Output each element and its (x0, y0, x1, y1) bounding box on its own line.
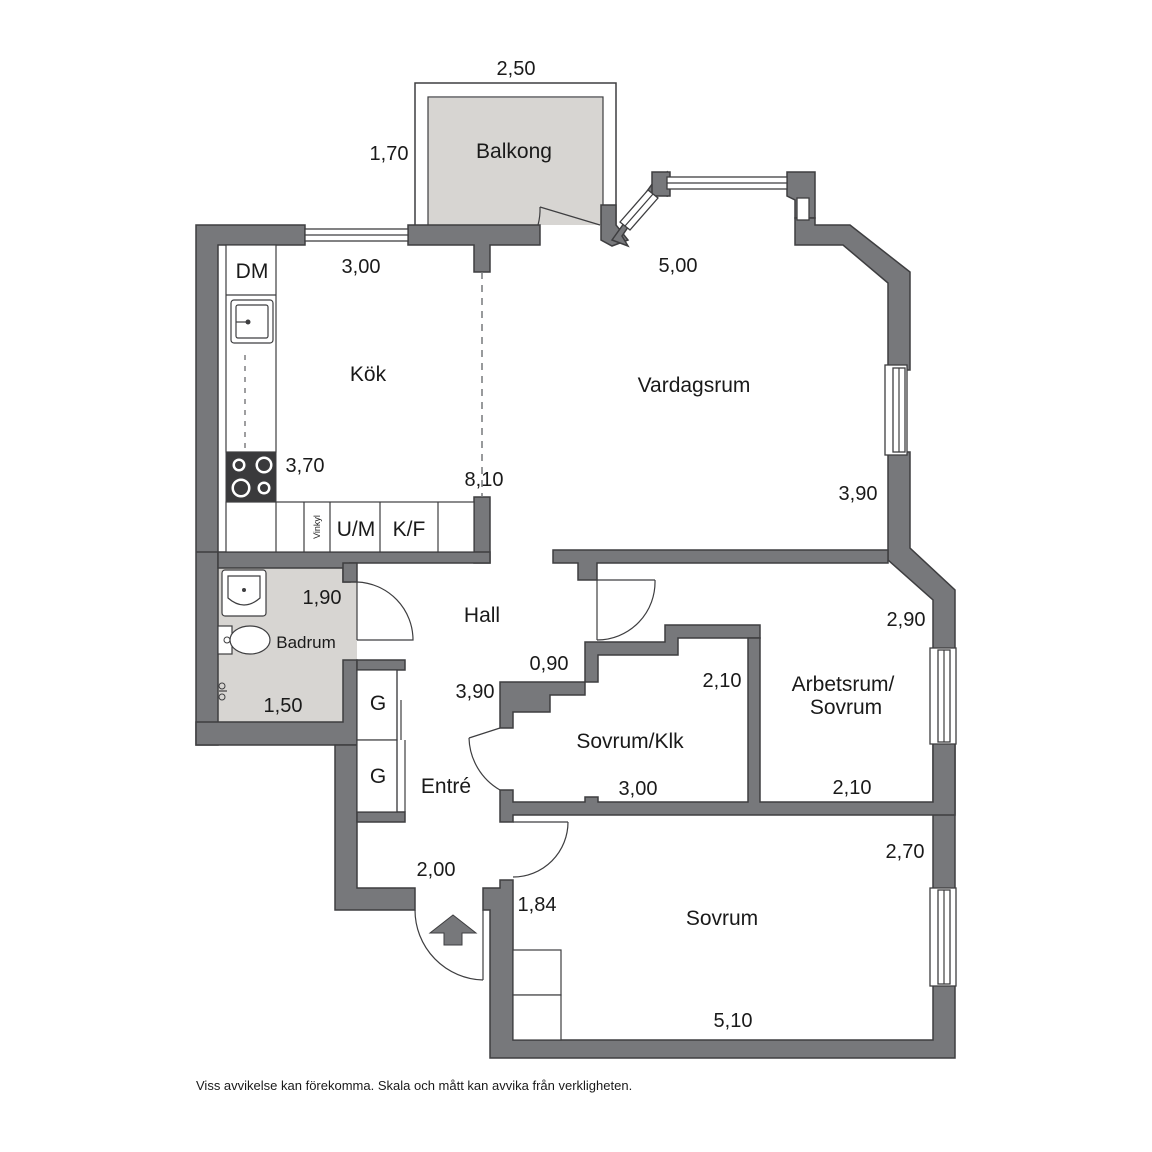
oven-label: U/M (337, 518, 376, 541)
doors (356, 206, 656, 981)
bathroom-door (356, 581, 414, 641)
dim-badrum-depth: 1,90 (303, 587, 342, 609)
bay-window-side (796, 197, 810, 221)
wardrobe-1-label: G (370, 692, 386, 715)
balkong-label: Balkong (476, 140, 552, 163)
bay-window-top (666, 176, 788, 190)
entrance-door (414, 909, 484, 981)
dishwasher-label: DM (236, 260, 269, 283)
dim-arbetsrum-width: 2,10 (833, 777, 872, 799)
office-window (929, 647, 957, 745)
bedroom-door (512, 821, 569, 878)
badrum-label: Badrum (276, 633, 336, 652)
dim-entre-width: 2,00 (417, 859, 456, 881)
hall-label: Hall (464, 604, 500, 627)
fridge-freezer-label: K/F (393, 518, 426, 541)
dim-combined-length: 8,10 (465, 469, 504, 491)
dim-balkong-depth: 1,70 (370, 143, 409, 165)
dim-vardagsrum-width: 5,00 (659, 255, 698, 277)
dim-kok-width: 3,00 (342, 256, 381, 278)
drain-icon (218, 682, 227, 701)
dim-kok-depth: 3,70 (286, 455, 325, 477)
kitchen-fixtures (225, 244, 475, 553)
dim-badrum-width: 1,50 (264, 695, 303, 717)
dim-hall-depth: 3,90 (456, 681, 495, 703)
bathroom-fixtures (217, 569, 271, 701)
entrance-arrow-icon (428, 914, 478, 946)
dim-vardagsrum-depth: 3,90 (839, 483, 878, 505)
windows (304, 176, 957, 987)
bay-window-diagonal (619, 189, 659, 231)
entre-label: Entré (421, 775, 471, 798)
sovrum-klk-label: Sovrum/Klk (576, 730, 684, 753)
dim-sovrum-depth: 2,70 (886, 841, 925, 863)
bedroom-wardrobe (512, 949, 562, 1041)
dim-sovrum-width: 5,10 (714, 1010, 753, 1032)
arbetsrum-label-line1: Arbetsrum/ (792, 673, 895, 696)
dim-entre-depth: 1,84 (518, 894, 557, 916)
vardagsrum-label: Vardagsrum (638, 374, 751, 397)
dim-hall-small: 0,90 (530, 653, 569, 675)
balcony-door (537, 206, 601, 226)
closets (356, 669, 406, 813)
wardrobe-2-label: G (370, 765, 386, 788)
angled-fridge-label: Vinkyl (312, 515, 322, 539)
dim-sovrum-klk-width: 3,00 (619, 778, 658, 800)
arbetsrum-label-line2: Sovrum (810, 696, 882, 719)
dim-arbetsrum-depth: 2,90 (887, 609, 926, 631)
balcony-floor (428, 98, 603, 225)
living-room-window (884, 364, 908, 456)
dim-sovrum-klk-depth: 2,10 (703, 670, 742, 692)
disclaimer-text: Viss avvikelse kan förekomma. Skala och … (196, 1078, 632, 1093)
kitchen-window (304, 228, 409, 242)
klk-door (468, 727, 501, 791)
kok-label: Kök (350, 363, 387, 386)
sovrum-label: Sovrum (686, 907, 758, 930)
balcony-railing (414, 82, 617, 225)
bedroom-window (929, 887, 957, 987)
dim-balkong-width: 2,50 (497, 58, 536, 80)
office-door (596, 579, 656, 641)
